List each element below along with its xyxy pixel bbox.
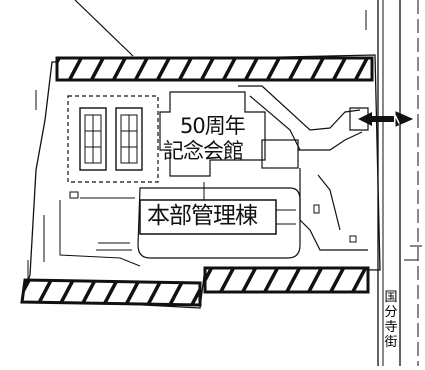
street-lines	[365, 0, 422, 366]
anniversary-hall-label-line1: 50周年	[180, 114, 246, 138]
access-road-north	[238, 85, 361, 131]
street-name-char: 国	[384, 290, 398, 305]
hatched-zone-south	[20, 266, 370, 307]
headquarters-building-label: 本部管理棟	[146, 203, 258, 229]
anniversary-hall-outline	[159, 91, 266, 177]
access-road-east	[299, 168, 368, 251]
headquarters-loop	[137, 187, 301, 259]
building-left	[79, 107, 107, 171]
street-name-char: 街	[384, 335, 398, 350]
hall-annex	[261, 139, 299, 169]
entrance-arrow-icon	[349, 107, 414, 131]
street-name-char: 寺	[384, 320, 398, 335]
leader-line	[74, 0, 134, 57]
building-right	[115, 107, 143, 171]
street-name-char: 分	[384, 305, 398, 320]
hatched-zone-north	[55, 56, 374, 82]
street-name-label: 国 分 寺 街	[383, 290, 399, 350]
headquarters-building	[139, 199, 277, 235]
anniversary-hall-label-line2: 記念会館	[163, 139, 244, 163]
dashed-block	[67, 95, 159, 183]
